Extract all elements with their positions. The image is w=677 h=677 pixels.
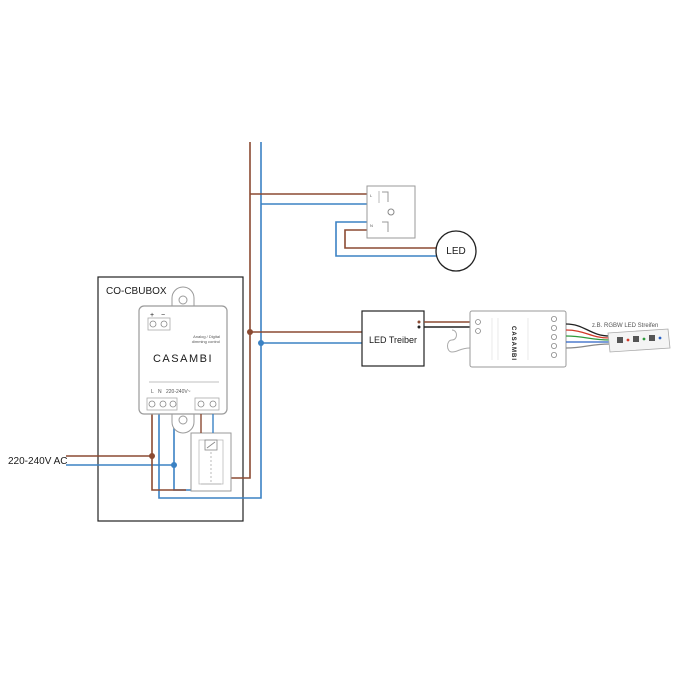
- strip-note: z.B. RGBW LED Streifen: [592, 323, 658, 329]
- led-driver: [361, 310, 425, 367]
- led-lamp-label: LED: [446, 246, 465, 257]
- module-subtitle-2: dimming control: [192, 339, 220, 344]
- module-minus: −: [161, 312, 165, 319]
- rgbw-led-strip: [607, 328, 671, 353]
- svg-text:N: N: [370, 223, 373, 228]
- junction-live-main: [247, 329, 253, 335]
- junction-neutral-main: [258, 340, 264, 346]
- cbubox-title: CO-CBUBOX: [106, 286, 167, 297]
- wall-switch: L N: [366, 185, 416, 239]
- push-button-wires: [200, 414, 214, 433]
- casambi-module: + − Analog / Digital dimming control CAS…: [138, 286, 228, 434]
- module-l: L: [151, 389, 154, 395]
- rgbw-wires: [565, 323, 611, 349]
- driver-output-wires: [424, 321, 470, 328]
- push-button: [190, 432, 232, 492]
- svg-text:L: L: [370, 193, 373, 198]
- module-plus: +: [150, 312, 154, 319]
- module-subtitle-1: Analog / Digital: [193, 334, 220, 339]
- module-brand: CASAMBI: [153, 353, 213, 365]
- cbubox-enclosure: [97, 276, 244, 522]
- module-n: N: [158, 389, 162, 395]
- junction-live-input: [149, 453, 155, 459]
- ac-input-label: 220-240V AC: [8, 456, 68, 467]
- rgbw-controller-brand: CASAMBI: [510, 326, 516, 361]
- rgbw-controller: CASAMBI: [447, 310, 567, 368]
- led-lamp: [435, 230, 477, 272]
- neutral-wires: [66, 142, 437, 499]
- led-driver-label: LED Treiber: [369, 335, 417, 345]
- junction-neutral-input: [171, 462, 177, 468]
- module-voltage: 220-240V~: [166, 389, 191, 395]
